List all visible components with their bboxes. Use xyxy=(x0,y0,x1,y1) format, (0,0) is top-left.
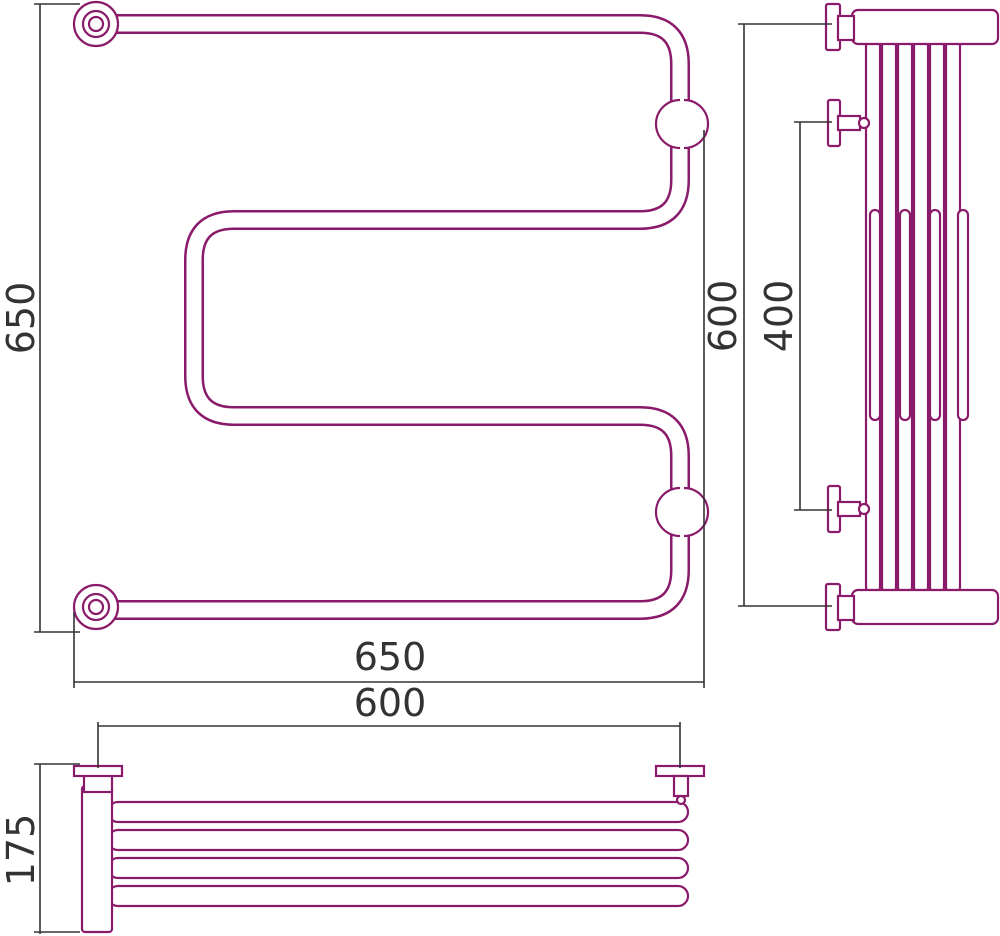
bracket-upper xyxy=(826,98,871,148)
collector-bottom xyxy=(850,588,1000,626)
top-collector-left xyxy=(80,784,114,934)
width-dimension-label: 650 xyxy=(354,635,427,679)
center-width-dimension-label: 600 xyxy=(354,681,427,725)
bracket-lower xyxy=(826,484,871,534)
top-pipes xyxy=(106,800,690,908)
side-view: 400 xyxy=(738,2,1000,632)
towel-rail-pipe xyxy=(86,14,690,620)
top-view: 600 175 xyxy=(0,681,706,934)
collector-top xyxy=(850,8,1000,46)
flange-bottom-left xyxy=(72,583,120,631)
depth-dimension-label: 175 xyxy=(0,814,43,887)
side-flange-bottom xyxy=(824,582,856,632)
holder-top-right xyxy=(654,98,710,150)
mount-dimension-label: 400 xyxy=(757,280,801,353)
front-view: 650 600 650 xyxy=(0,0,745,688)
side-flange-top xyxy=(824,2,856,52)
holder-bottom-right xyxy=(654,486,710,538)
flange-top-left xyxy=(72,0,120,48)
side-pipes xyxy=(864,36,970,596)
height-dimension-label: 650 xyxy=(0,282,43,355)
center-height-dimension-label: 600 xyxy=(701,280,745,353)
